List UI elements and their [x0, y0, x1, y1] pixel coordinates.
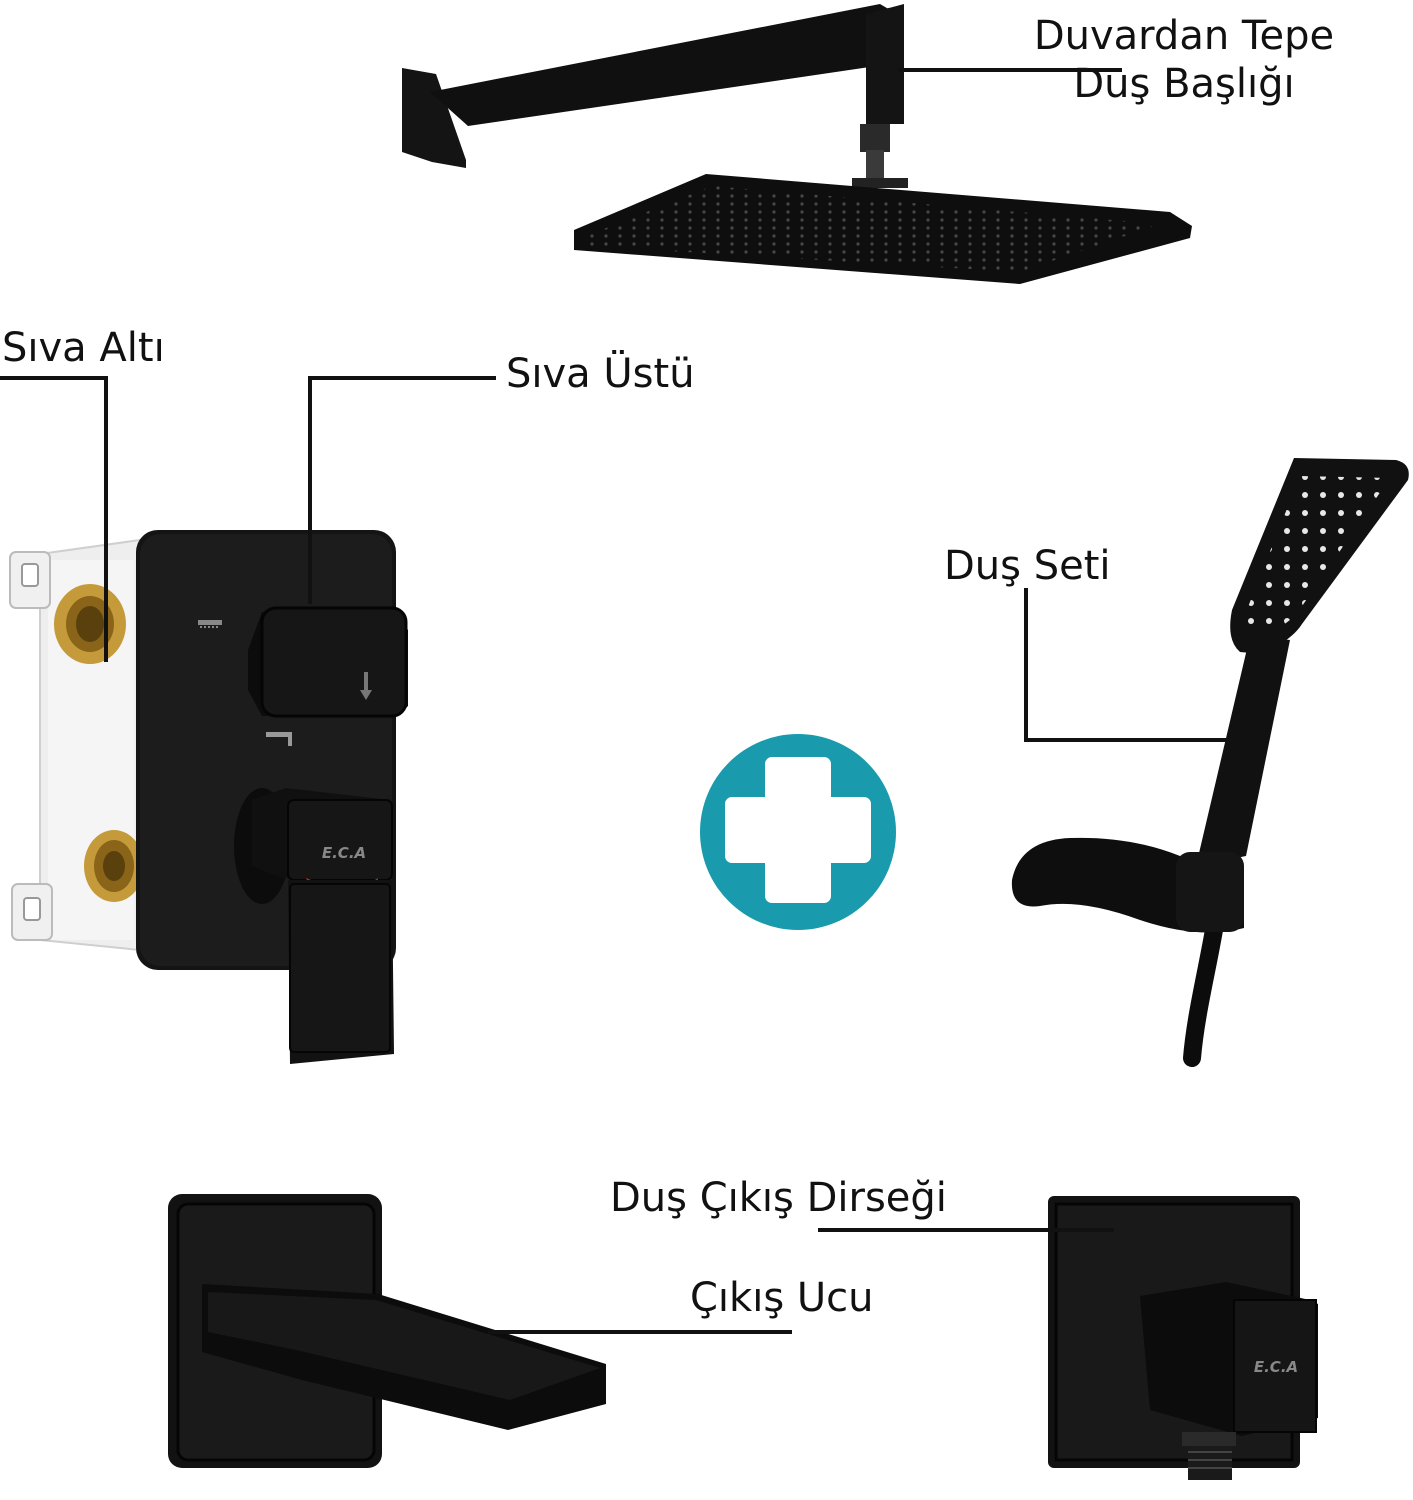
leader-shower-set [1024, 588, 1226, 742]
leader-surface-trim [308, 376, 496, 604]
shower-outlet-elbow: E.C.A [1048, 1196, 1318, 1480]
bath-spout [168, 1194, 606, 1468]
leader-concealed-box [0, 376, 108, 662]
arrow-down-icon [360, 672, 372, 700]
label-surface-trim: Sıva Üstü [506, 351, 695, 397]
label-rain-shower-line2: Duş Başlığı [1073, 61, 1295, 107]
plus-badge [700, 734, 896, 930]
label-spout: Çıkış Ucu [690, 1275, 874, 1321]
label-shower-set: Duş Seti [944, 543, 1111, 589]
spout-symbol-icon [266, 732, 292, 746]
hand-shower-set [1011, 458, 1409, 1067]
leader-lines [0, 68, 1226, 1334]
brand-logo: E.C.A [1254, 1358, 1298, 1376]
label-outlet-elbow: Duş Çıkış Dirseği [610, 1175, 947, 1221]
concealed-box [9, 538, 144, 952]
rain-symbol-icon [198, 620, 222, 628]
brand-logo: E.C.A [322, 844, 366, 862]
label-rain-shower-line1: Duvardan Tepe [1033, 13, 1335, 59]
label-concealed-box: Sıva Altı [2, 325, 165, 371]
surface-trim: E.C.A [136, 530, 408, 1064]
rain-shower-head [402, 4, 1192, 284]
label-rain-shower: Duvardan Tepe Duş Başlığı [1024, 12, 1344, 108]
